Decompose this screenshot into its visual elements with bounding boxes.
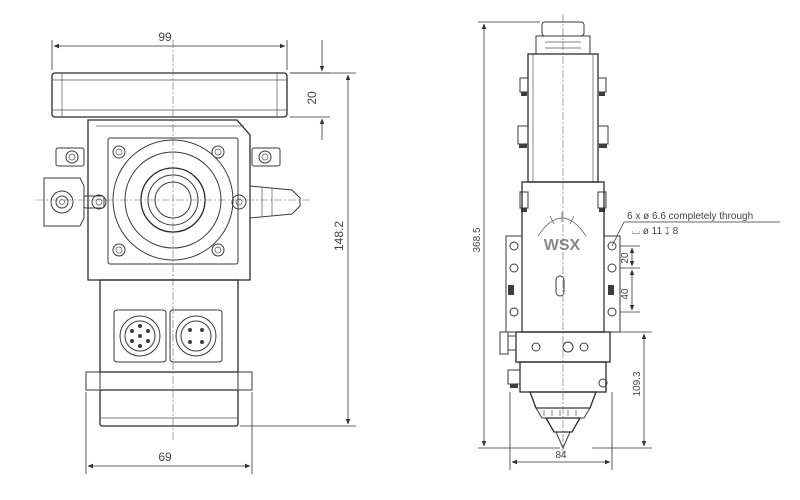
dim-lower-height: 109.3 [632, 371, 643, 396]
dim-width-bottom: 69 [158, 450, 172, 464]
dim-width-bottom-side: 84 [555, 450, 567, 461]
side-fittings [43, 147, 301, 227]
dim-height-total: 148.2 [332, 221, 346, 251]
connector-left [113, 309, 167, 363]
connector-right [169, 309, 223, 363]
adjust-knobs [517, 77, 609, 212]
brand-logo: WSX [537, 212, 587, 254]
bottom-plate [99, 389, 239, 427]
mount-holes [508, 241, 617, 317]
corner-bolts [112, 145, 225, 257]
dim-width-top: 99 [158, 30, 172, 44]
side-dimensions: 368.5 6 x ø 6.6 completely through ⌴ ø 1… [472, 21, 780, 470]
note-holes: 6 x ø 6.6 completely through [627, 211, 753, 222]
note-counterbore: ⌴ ø 11 ↧ 8 [632, 226, 679, 237]
side-view: WSX [499, 14, 621, 456]
front-view [36, 40, 312, 440]
top-plate [51, 72, 288, 118]
lower-body [99, 279, 239, 373]
mount-plate-left [505, 235, 523, 333]
dim-hole-spacing-2: 40 [620, 288, 631, 300]
dim-hole-spacing-1: 20 [620, 252, 631, 264]
mount-plate-right [603, 235, 621, 333]
logo-text: WSX [544, 237, 581, 254]
nozzle-tip [544, 417, 582, 433]
dim-height-top: 20 [305, 91, 319, 105]
front-dimensions: 99 20 148.2 69 [51, 30, 356, 474]
dim-height-total-side: 368.5 [472, 227, 483, 252]
